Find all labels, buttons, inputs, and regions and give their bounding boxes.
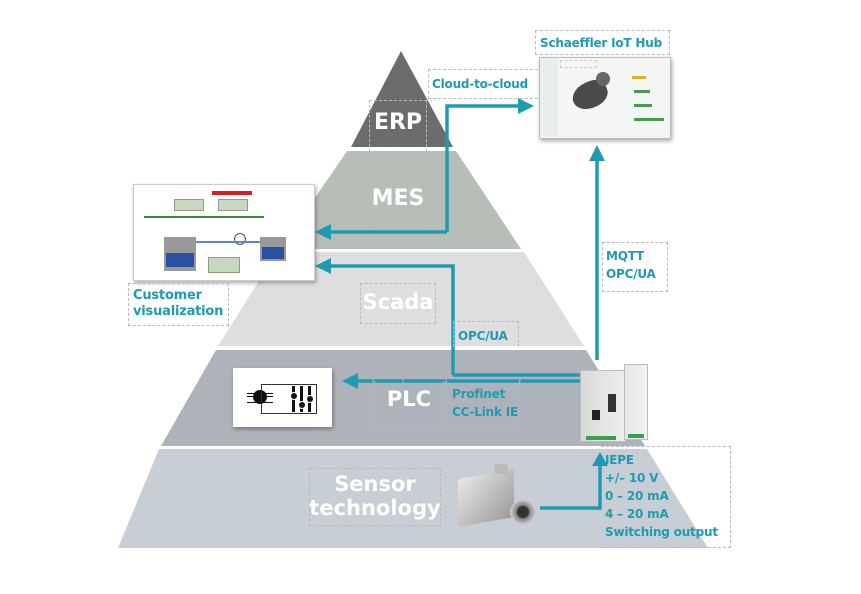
profinet-label: Profinet xyxy=(452,387,506,401)
vis-box-3 xyxy=(208,257,240,273)
layer-label-mes: MES xyxy=(371,186,425,211)
iot-hub-screenshot[interactable] xyxy=(539,57,671,139)
sensor-screw xyxy=(494,464,508,474)
hub-status-bar-3 xyxy=(634,104,652,107)
layer-sensor[interactable] xyxy=(118,449,708,548)
vis-pump xyxy=(234,233,246,245)
sensor-output-1: +/– 10 V xyxy=(605,471,659,485)
layer-mes[interactable] xyxy=(280,151,521,249)
scada-label-box xyxy=(360,283,436,324)
cloud-link-line xyxy=(445,104,520,232)
plc-icon-card[interactable] xyxy=(233,368,332,427)
gateway-terminal-1 xyxy=(586,436,616,440)
sensor-output-box xyxy=(601,446,731,548)
vis-tank-left-water xyxy=(166,253,194,267)
vis-box-2 xyxy=(218,199,248,211)
layer-erp[interactable] xyxy=(351,51,453,147)
sensor-body xyxy=(458,469,514,527)
vis-tank-right-water xyxy=(262,247,284,259)
layer-label-erp: ERP xyxy=(373,110,423,135)
sensor-label-box xyxy=(309,468,441,526)
gateway-port-2 xyxy=(608,394,616,412)
gateway-module-1 xyxy=(580,370,626,442)
slider-bar-2 xyxy=(300,386,303,412)
arrow-head-plc xyxy=(342,373,358,389)
hub-status-bar-1 xyxy=(632,76,646,79)
vis-red-bar xyxy=(212,191,252,195)
layer-label-plc: PLC xyxy=(386,387,432,411)
layer-label-scada: Scada xyxy=(362,290,434,314)
plc-label-box xyxy=(374,381,444,428)
gateway-port-1 xyxy=(592,410,600,420)
hub-titlebar xyxy=(560,60,597,68)
iot-hub-label-box xyxy=(535,30,670,55)
hub-sidebar xyxy=(540,58,558,136)
arrow-head-hub xyxy=(518,98,534,114)
plc-protocol-box xyxy=(446,381,520,428)
arrow-head-gateway xyxy=(592,452,608,466)
arrow-head-mqtt xyxy=(589,145,605,161)
mqtt-label-2: OPC/UA xyxy=(606,267,656,281)
hub-status-bar-2 xyxy=(634,90,650,93)
vis-box-1 xyxy=(174,199,204,211)
gateway-module-2 xyxy=(624,364,648,440)
customer-visualization-screenshot[interactable] xyxy=(133,184,315,281)
erp-label-box xyxy=(369,100,427,152)
sensor-output-4: Switching output xyxy=(605,525,718,539)
slider-knob-1 xyxy=(290,392,298,400)
vis-blue-pipe xyxy=(196,241,260,243)
opcua-scada-label: OPC/UA xyxy=(458,329,508,343)
customer-vis-label-2: visualization xyxy=(133,304,224,319)
chip-pins-h2 xyxy=(247,396,273,397)
sensor-connector xyxy=(510,500,536,524)
bearing-3d-image-part xyxy=(596,72,610,86)
layer-label-sensor-1: Sensor xyxy=(334,472,416,496)
sensor-device[interactable] xyxy=(458,464,548,540)
hub-status-bar-4 xyxy=(634,118,664,121)
sensor-output-2: 0 – 20 mA xyxy=(605,489,669,503)
chip-pins-h xyxy=(247,393,273,403)
cclink-label: CC-Link IE xyxy=(452,405,518,419)
sensor-output-0: IEPE xyxy=(605,453,634,467)
plc-module-outline xyxy=(261,384,317,414)
cloud-to-cloud-label: Cloud-to-cloud xyxy=(432,77,529,91)
opcua-label-box xyxy=(453,321,519,347)
customer-vis-label-box xyxy=(128,283,229,326)
mes-label-box xyxy=(369,150,427,230)
arrow-head-scada xyxy=(315,258,331,274)
layer-label-sensor-2: technology xyxy=(309,496,441,520)
customer-vis-label-1: Customer xyxy=(133,288,202,303)
sensor-output-3: 4 – 20 mA xyxy=(605,507,669,521)
sensor-link-line xyxy=(540,462,602,510)
arrow-head-mes xyxy=(315,224,331,240)
mqtt-label-box xyxy=(602,242,668,292)
slider-knob-3 xyxy=(306,395,314,403)
iot-hub-label: Schaeffler IoT Hub xyxy=(540,36,662,50)
gateway-terminal-2 xyxy=(628,434,644,438)
slider-knob-2 xyxy=(298,401,306,409)
vis-green-pipe xyxy=(144,216,264,218)
mqtt-label-1: MQTT xyxy=(606,249,644,263)
gateway-device[interactable] xyxy=(580,362,648,444)
